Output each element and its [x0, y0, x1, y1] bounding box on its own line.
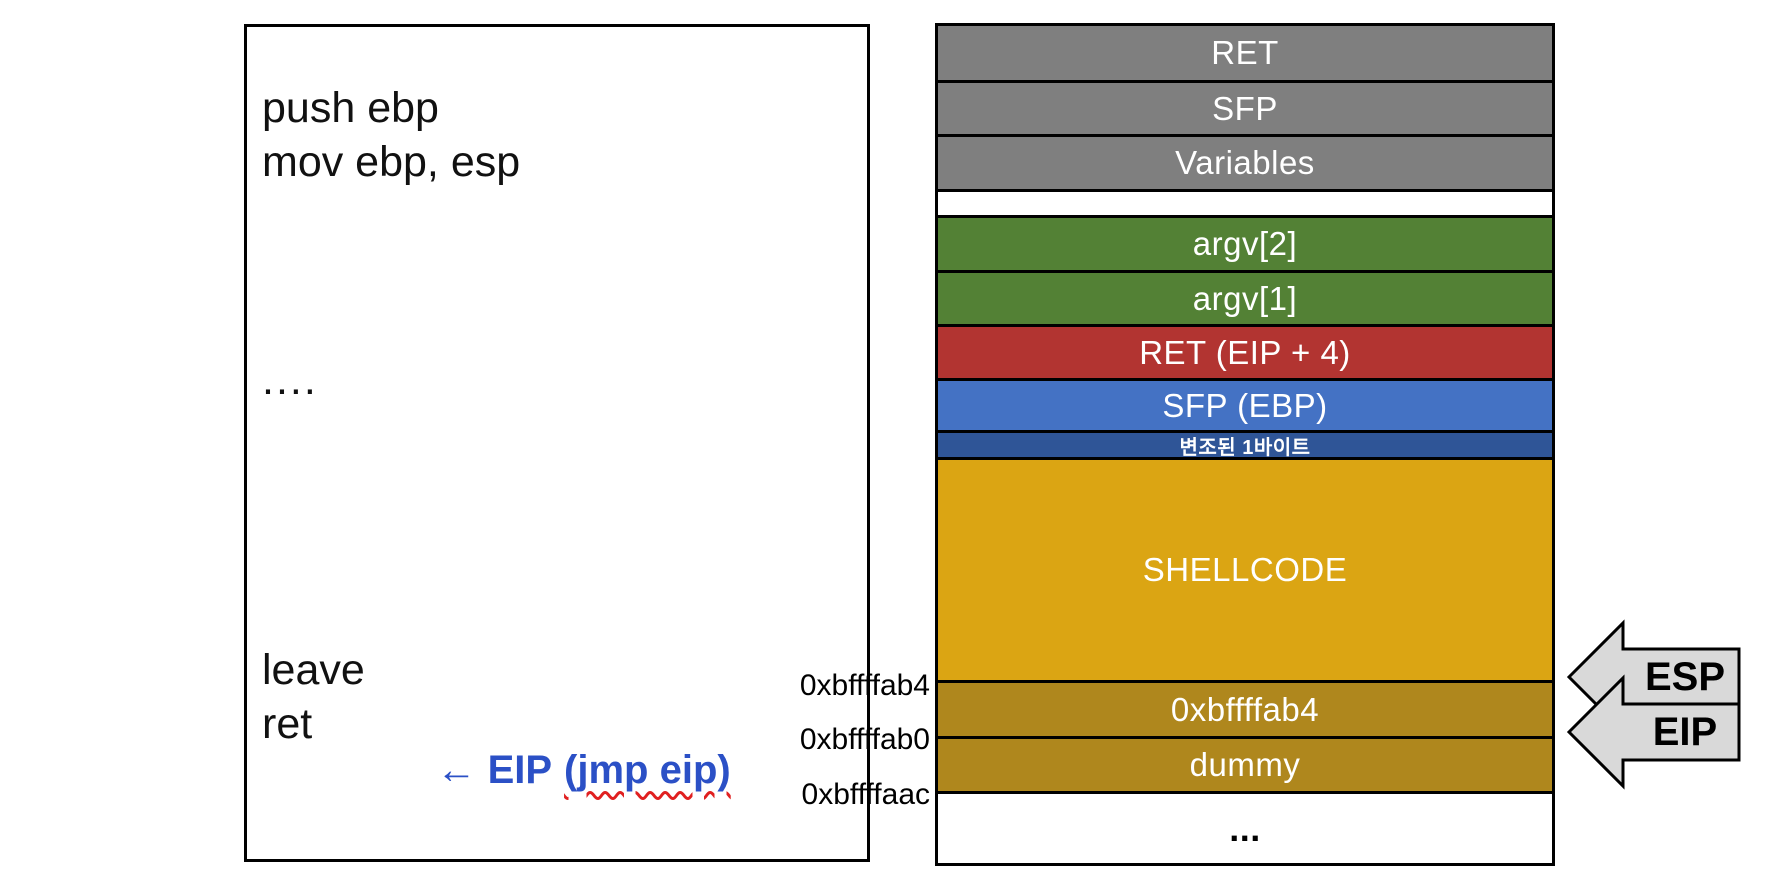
address-label-0xbffffaac: 0xbffffaac	[801, 778, 930, 811]
code-line-push-ebp: push ebp	[262, 84, 439, 132]
stack-row-ret-eip4: RET (EIP + 4)	[938, 327, 1552, 381]
address-label-0xbffffab0: 0xbffffab0	[799, 723, 930, 756]
eip-register-label: EIP	[1652, 709, 1718, 754]
code-line-ret: ret	[262, 700, 313, 748]
jmp-eip-misspelled-text: (jmp eip)	[564, 748, 731, 792]
code-line-leave: leave	[262, 646, 365, 694]
left-arrow-eip-text: ← EIP	[436, 748, 553, 792]
stack-row-tampered-byte: 변조된 1바이트	[938, 433, 1552, 460]
code-line-ellipsis: ....	[262, 356, 318, 404]
stack-row-sfp-ebp: SFP (EBP)	[938, 381, 1552, 433]
stack-row-argv1: argv[1]	[938, 273, 1552, 327]
code-line-mov-ebp-esp: mov ebp, esp	[262, 138, 521, 186]
address-label-0xbffffab4: 0xbffffab4	[799, 669, 930, 702]
stack-row-variables: Variables	[938, 137, 1552, 192]
stack-diagram: RET SFP Variables argv[2] argv[1] RET (E…	[935, 23, 1555, 866]
stack-row-sfp: SFP	[938, 83, 1552, 137]
stack-row-gap	[938, 192, 1552, 218]
stack-row-ret: RET	[938, 26, 1552, 83]
eip-arrow-icon	[1566, 674, 1741, 790]
esp-register-label: ESP	[1644, 654, 1726, 699]
stack-row-argv2: argv[2]	[938, 218, 1552, 273]
stack-row-shellcode: SHELLCODE	[938, 460, 1552, 683]
stack-row-dummy: dummy	[938, 739, 1552, 794]
stack-row-0xbffffab4: 0xbffffab4	[938, 683, 1552, 739]
assembly-code-panel	[244, 24, 870, 862]
stack-row-ellipsis: ...	[938, 794, 1552, 863]
eip-pointer-annotation: ← EIP(jmp eip)	[392, 692, 731, 848]
